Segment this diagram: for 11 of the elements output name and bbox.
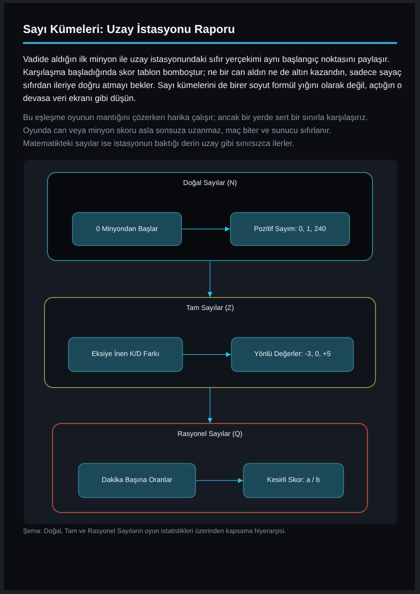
- group-container: [47, 172, 373, 261]
- group-container: [52, 423, 368, 513]
- connector-arrow: [182, 352, 232, 357]
- connector-arrow: [208, 260, 212, 298]
- group-container: [44, 297, 376, 388]
- intro-paragraph: Vadide aldığın ilk minyon ile uzay istasyonundaki sıfır yerçekimi aynı başlangıç noktasını paylaşır. Karşılaşma başladığında skor tablon bomboştur; ne bir can aldın ne de altın kazandın, sadece sayaç sıfırdan ileriye doğru atmayı bekler. Sayı kümelerini de birer soyut formül yığını olarak değil, açtığın o devasa veri ekranı gibi düşün.: [23, 53, 403, 105]
- note-paragraph: Bu eşleşme oyunun mantığını çözerken harika çalışır; ancak bir yerde sert bir sınırla karşılaşırız. Oyunda can veya minyon skoru asla sonsuza uzanmaz, maç biter ve sunucu sıfırlanır. Matematikteki sayılar ise istasyonun baktığı derin uzay gibi sınırsızca ilerler.: [23, 112, 370, 150]
- connector-arrow: [208, 388, 212, 424]
- page-title: Sayı Kümeleri: Uzay İstasyonu Raporu: [23, 23, 235, 36]
- connector-arrow: [182, 226, 230, 232]
- connector-arrow: [196, 478, 244, 483]
